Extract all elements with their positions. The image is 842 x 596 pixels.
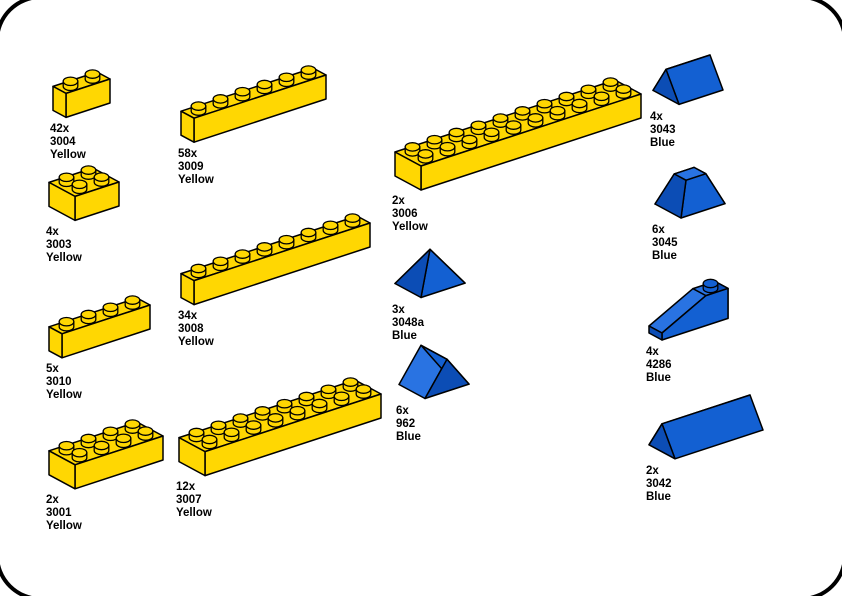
slope-corner-art <box>654 166 726 219</box>
part-label: 4x 3003 Yellow <box>46 226 82 265</box>
part-label: 6x 3045 Blue <box>652 224 678 263</box>
part-label: 4x 3043 Blue <box>650 111 676 150</box>
part-qty: 2x <box>646 465 659 477</box>
part-qty: 2x <box>46 494 59 506</box>
part-color: Blue <box>646 491 671 503</box>
part-color: Yellow <box>46 389 82 401</box>
part-number: 4286 <box>646 359 672 371</box>
part-label: 3x 3048a Blue <box>392 304 424 343</box>
part-color: Blue <box>650 137 675 149</box>
part-4286: 4x 4286 Blue <box>646 276 731 385</box>
part-962: 6x 962 Blue <box>396 342 474 444</box>
brick-2x4-art <box>48 419 164 490</box>
brick-2x2-art <box>48 165 120 222</box>
slope-roof-4-art <box>648 394 764 460</box>
part-color: Yellow <box>178 336 214 348</box>
part-qty: 4x <box>646 346 659 358</box>
part-number: 3008 <box>178 323 204 335</box>
part-label: 12x 3007 Yellow <box>176 481 212 520</box>
part-qty: 2x <box>392 195 405 207</box>
part-qty: 4x <box>650 111 663 123</box>
part-number: 3043 <box>650 124 676 136</box>
part-number: 3001 <box>46 507 72 519</box>
slope-roof-2-art <box>652 54 724 106</box>
part-label: 2x 3006 Yellow <box>392 195 428 234</box>
part-qty: 6x <box>396 405 409 417</box>
part-3048a: 3x 3048a Blue <box>392 246 470 343</box>
part-qty: 3x <box>392 304 405 316</box>
brick-2x8-art <box>178 377 382 477</box>
part-color: Blue <box>392 330 417 342</box>
part-3007: 12x 3007 Yellow <box>176 370 384 520</box>
part-qty: 42x <box>50 123 70 135</box>
part-color: Blue <box>396 431 421 443</box>
part-label: 34x 3008 Yellow <box>178 310 214 349</box>
part-number: 3048a <box>392 317 424 329</box>
part-label: 5x 3010 Yellow <box>46 363 82 402</box>
brick-2x10-art <box>394 77 642 191</box>
brick-1x8-art <box>180 213 371 306</box>
part-qty: 12x <box>176 481 196 493</box>
brick-1x6-art <box>180 65 327 143</box>
part-qty: 5x <box>46 363 59 375</box>
brick-1x4-art <box>48 295 151 359</box>
part-qty: 34x <box>178 310 198 322</box>
part-number: 3009 <box>178 161 204 173</box>
part-3042: 2x 3042 Blue <box>646 392 766 504</box>
brick-1x2-art <box>52 69 111 119</box>
part-color: Blue <box>652 250 677 262</box>
part-number: 3004 <box>50 136 76 148</box>
part-color: Yellow <box>176 507 212 519</box>
part-qty: 4x <box>46 226 59 238</box>
part-label: 6x 962 Blue <box>396 405 421 444</box>
part-label: 2x 3001 Yellow <box>46 494 82 533</box>
part-label: 2x 3042 Blue <box>646 465 672 504</box>
part-qty: 58x <box>178 148 198 160</box>
slope-pyramid-art <box>394 248 466 299</box>
part-number: 3007 <box>176 494 202 506</box>
slope-tent-art <box>398 344 470 400</box>
part-label: 42x 3004 Yellow <box>50 123 86 162</box>
part-number: 3010 <box>46 376 72 388</box>
part-3004: 42x 3004 Yellow <box>50 62 113 162</box>
part-color: Yellow <box>50 149 86 161</box>
part-number: 3003 <box>46 239 72 251</box>
part-3001: 2x 3001 Yellow <box>46 412 166 533</box>
part-color: Blue <box>646 372 671 384</box>
part-color: Yellow <box>392 221 428 233</box>
part-number: 3042 <box>646 478 672 490</box>
part-3010: 5x 3010 Yellow <box>46 288 153 402</box>
part-3003: 4x 3003 Yellow <box>46 158 122 265</box>
part-number: 3006 <box>392 208 418 220</box>
part-number: 3045 <box>652 237 678 249</box>
part-number: 962 <box>396 418 416 430</box>
slope-33-3x1-art <box>648 278 729 341</box>
part-3043: 4x 3043 Blue <box>650 52 726 150</box>
part-color: Yellow <box>178 174 214 186</box>
part-3006: 2x 3006 Yellow <box>392 70 644 234</box>
part-qty: 6x <box>652 224 665 236</box>
part-color: Yellow <box>46 252 82 264</box>
part-3009: 58x 3009 Yellow <box>178 58 329 187</box>
part-3008: 34x 3008 Yellow <box>178 206 373 349</box>
part-3045: 6x 3045 Blue <box>652 164 730 263</box>
part-color: Yellow <box>46 520 82 532</box>
part-label: 58x 3009 Yellow <box>178 148 214 187</box>
part-label: 4x 4286 Blue <box>646 346 672 385</box>
